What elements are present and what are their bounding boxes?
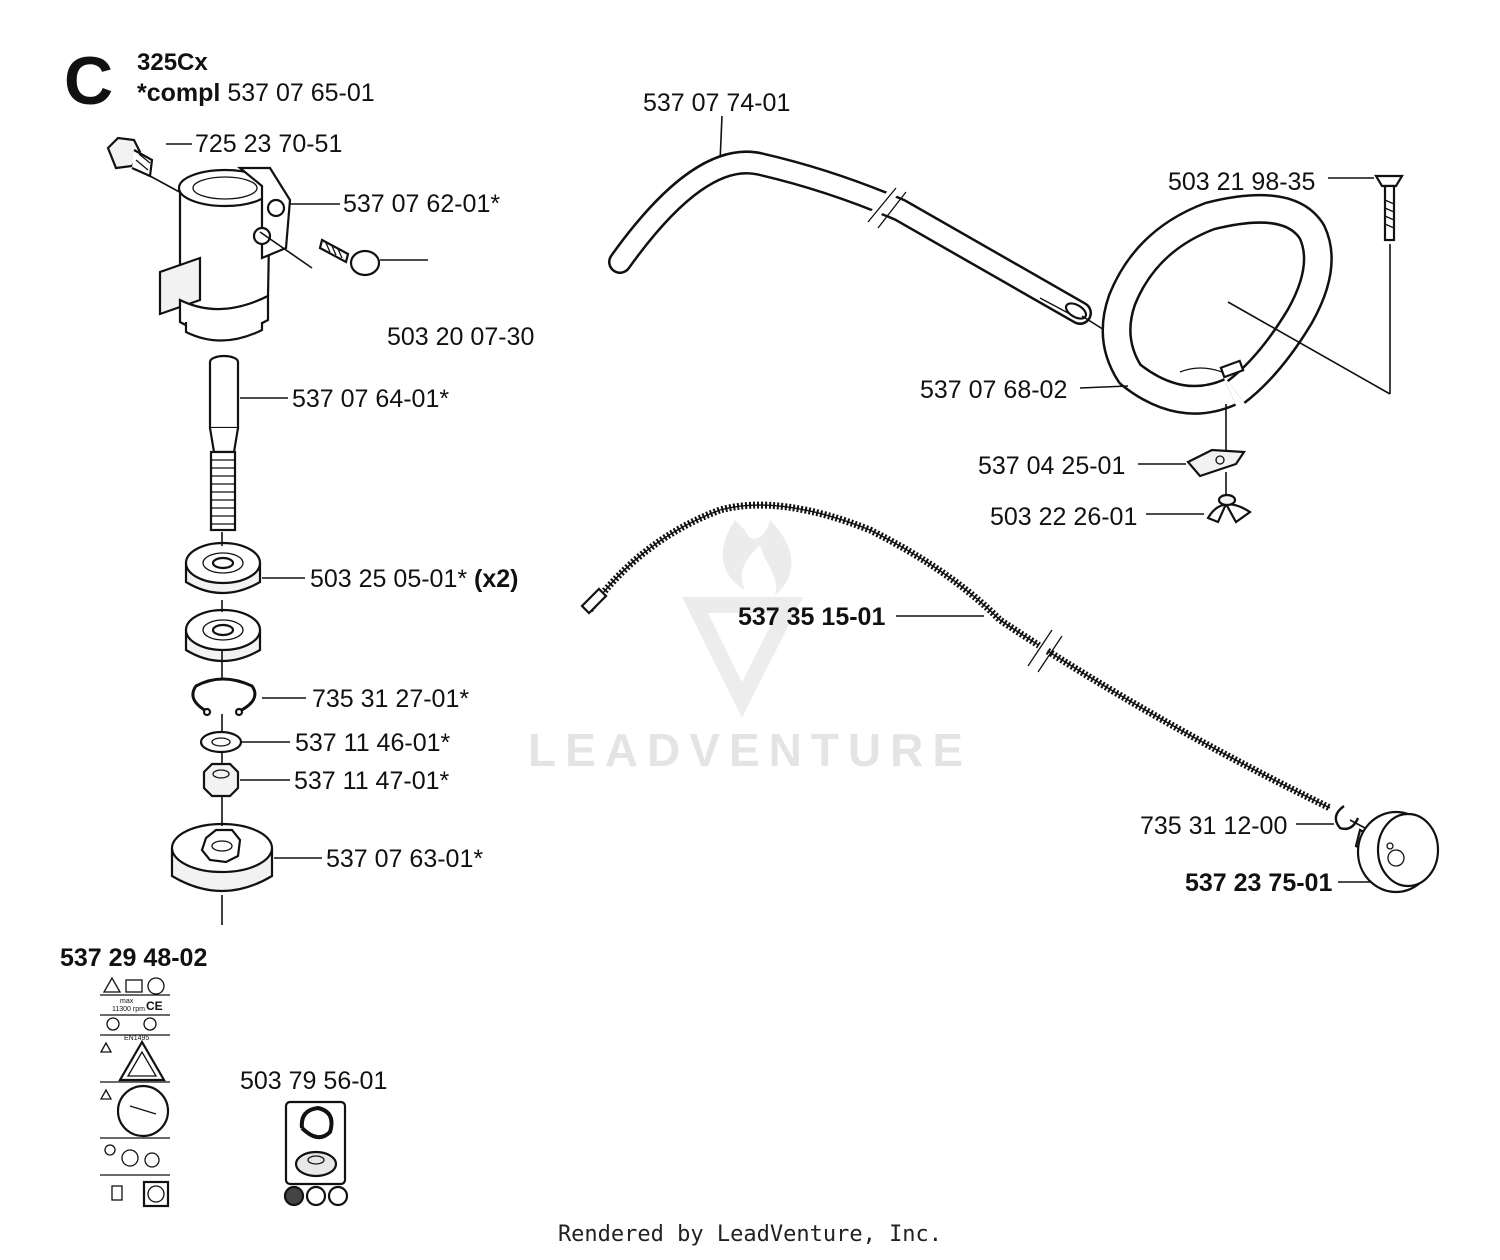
nut-icon[interactable] bbox=[202, 762, 240, 798]
clutch-drum-icon[interactable] bbox=[1349, 810, 1440, 894]
bearing-qty: (x2) bbox=[474, 565, 518, 593]
decal-rpm: 11300 rpm bbox=[112, 1006, 145, 1013]
bearing-second-icon[interactable] bbox=[184, 608, 262, 663]
part-label-clutch-drum[interactable]: 537 23 75-01 bbox=[1185, 869, 1332, 897]
bearing-number: 503 25 05-01* bbox=[310, 565, 467, 593]
loop-handle-icon[interactable] bbox=[1101, 193, 1333, 415]
part-label-drive-shaft[interactable]: 537 35 15-01 bbox=[738, 603, 885, 631]
compl-prefix: *compl bbox=[137, 79, 220, 107]
decal-small-icon[interactable] bbox=[283, 1100, 349, 1207]
wing-nut-icon[interactable] bbox=[1206, 493, 1252, 524]
part-label-spindle[interactable]: 537 07 64-01* bbox=[292, 385, 449, 413]
drive-shaft-icon[interactable] bbox=[580, 501, 1332, 812]
part-label-circlip[interactable]: 735 31 27-01* bbox=[312, 685, 469, 713]
circlip-shaft-icon[interactable] bbox=[1334, 805, 1360, 831]
part-label-nut[interactable]: 537 11 47-01* bbox=[294, 767, 449, 795]
part-label-clamp-screw[interactable]: 503 20 07-30 bbox=[387, 323, 534, 351]
watermark-logo bbox=[682, 520, 804, 718]
compl-number: 537 07 65-01 bbox=[227, 79, 374, 107]
spindle-icon[interactable] bbox=[208, 354, 240, 532]
part-label-clamp-housing[interactable]: 537 07 62-01* bbox=[343, 190, 500, 218]
decal-set-icon[interactable]: max 11300 rpm CE EN1495 bbox=[99, 976, 170, 1208]
bearing-icon[interactable] bbox=[184, 541, 262, 595]
decal-en: EN1495 bbox=[124, 1035, 149, 1042]
handle-clamp-icon[interactable] bbox=[1186, 448, 1246, 478]
decal-ce: CE bbox=[146, 999, 163, 1013]
clamp-screw-icon[interactable] bbox=[318, 238, 381, 277]
part-label-decal-set[interactable]: 537 29 48-02 bbox=[60, 944, 207, 972]
part-label-loop-handle[interactable]: 537 07 68-02 bbox=[920, 376, 1067, 404]
part-label-drive-cup[interactable]: 537 07 63-01* bbox=[326, 845, 483, 873]
drive-tube-icon[interactable] bbox=[608, 150, 1092, 325]
part-label-circlip-shaft[interactable]: 735 31 12-00 bbox=[1140, 812, 1287, 840]
footer-credit: Rendered by LeadVenture, Inc. bbox=[557, 1222, 943, 1247]
compl-label: *compl 537 07 65-01 bbox=[137, 79, 375, 107]
drive-cup-icon[interactable] bbox=[170, 822, 274, 892]
part-label-handle-bolt[interactable]: 503 21 98-35 bbox=[1168, 168, 1315, 196]
circlip-icon[interactable] bbox=[191, 677, 257, 717]
watermark-text: LEADVENTURE bbox=[528, 724, 972, 776]
washer-icon[interactable] bbox=[199, 730, 243, 754]
part-label-handle-clamp[interactable]: 537 04 25-01 bbox=[978, 452, 1125, 480]
part-label-wing-nut[interactable]: 503 22 26-01 bbox=[990, 503, 1137, 531]
decal-max: max bbox=[120, 998, 134, 1005]
part-label-bolt-top[interactable]: 725 23 70-51 bbox=[195, 130, 342, 158]
clamp-housing-icon[interactable] bbox=[158, 166, 292, 342]
section-letter: C bbox=[64, 43, 113, 119]
handle-bolt-icon[interactable] bbox=[1374, 174, 1404, 242]
part-label-decal-small[interactable]: 503 79 56-01 bbox=[240, 1067, 387, 1095]
part-label-bearing[interactable]: 503 25 05-01* (x2) bbox=[310, 565, 519, 593]
part-label-drive-tube[interactable]: 537 07 74-01 bbox=[643, 89, 790, 117]
part-label-washer[interactable]: 537 11 46-01* bbox=[295, 729, 450, 757]
model-label: 325Cx bbox=[137, 49, 208, 76]
bolt-top-icon[interactable] bbox=[106, 136, 154, 178]
